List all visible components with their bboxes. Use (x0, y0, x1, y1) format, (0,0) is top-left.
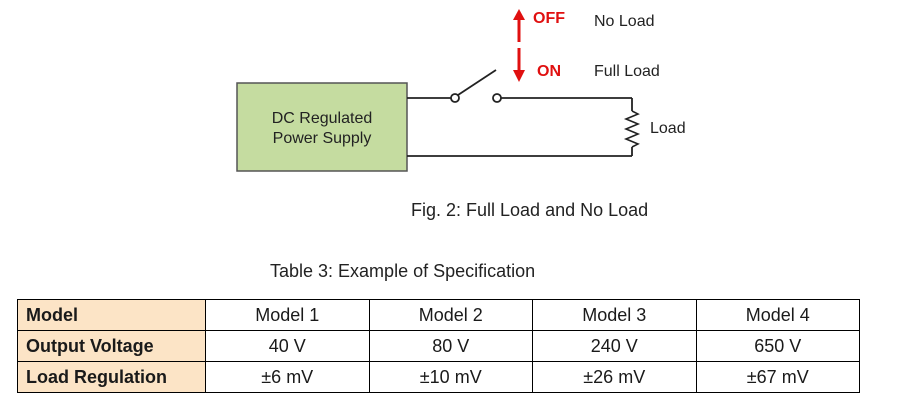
table-cell: ±26 mV (532, 361, 697, 393)
switch-contact-left (450, 93, 460, 103)
table-row: Load Regulation ±6 mV ±10 mV ±26 mV ±67 … (17, 361, 860, 393)
table-cell: 40 V (205, 330, 370, 362)
switch-lever (457, 69, 497, 96)
load-resistor (623, 110, 641, 148)
row-header-model: Model (17, 299, 206, 331)
table-cell: ±10 mV (368, 361, 533, 393)
row-header-output-voltage: Output Voltage (17, 330, 206, 362)
full-load-label: Full Load (594, 63, 660, 80)
table-cell: ±67 mV (695, 361, 860, 393)
load-label: Load (650, 120, 686, 137)
power-supply-label-line2: Power Supply (273, 130, 372, 147)
table-cell: 240 V (532, 330, 697, 362)
power-supply-label-line1: DC Regulated (272, 110, 373, 127)
circuit-diagram: DC Regulated Power Supply Load OFF No Lo… (236, 9, 686, 172)
table-cell: 80 V (368, 330, 533, 362)
table-row: Output Voltage 40 V 80 V 240 V 650 V (17, 330, 860, 362)
table-cell: ±6 mV (205, 361, 370, 393)
switch-on-label: ON (537, 63, 561, 80)
table-cell: 650 V (695, 330, 860, 362)
switch-off-label: OFF (533, 10, 565, 27)
switch-contact-right (492, 93, 502, 103)
table-cell: Model 2 (368, 299, 533, 331)
table-cell: Model 4 (695, 299, 860, 331)
table-caption: Table 3: Example of Specification (270, 261, 536, 281)
table-cell: Model 1 (205, 299, 370, 331)
table-row: Model Model 1 Model 2 Model 3 Model 4 (17, 299, 860, 331)
table-cell: Model 3 (532, 299, 697, 331)
figure-caption: Fig. 2: Full Load and No Load (411, 200, 649, 220)
row-header-load-regulation: Load Regulation (17, 361, 206, 393)
specification-table: Model Model 1 Model 2 Model 3 Model 4 Ou… (17, 299, 860, 393)
on-arrow-head (513, 70, 525, 82)
off-arrow-head (513, 9, 525, 20)
power-supply-box (236, 82, 408, 172)
no-load-label: No Load (594, 13, 655, 30)
